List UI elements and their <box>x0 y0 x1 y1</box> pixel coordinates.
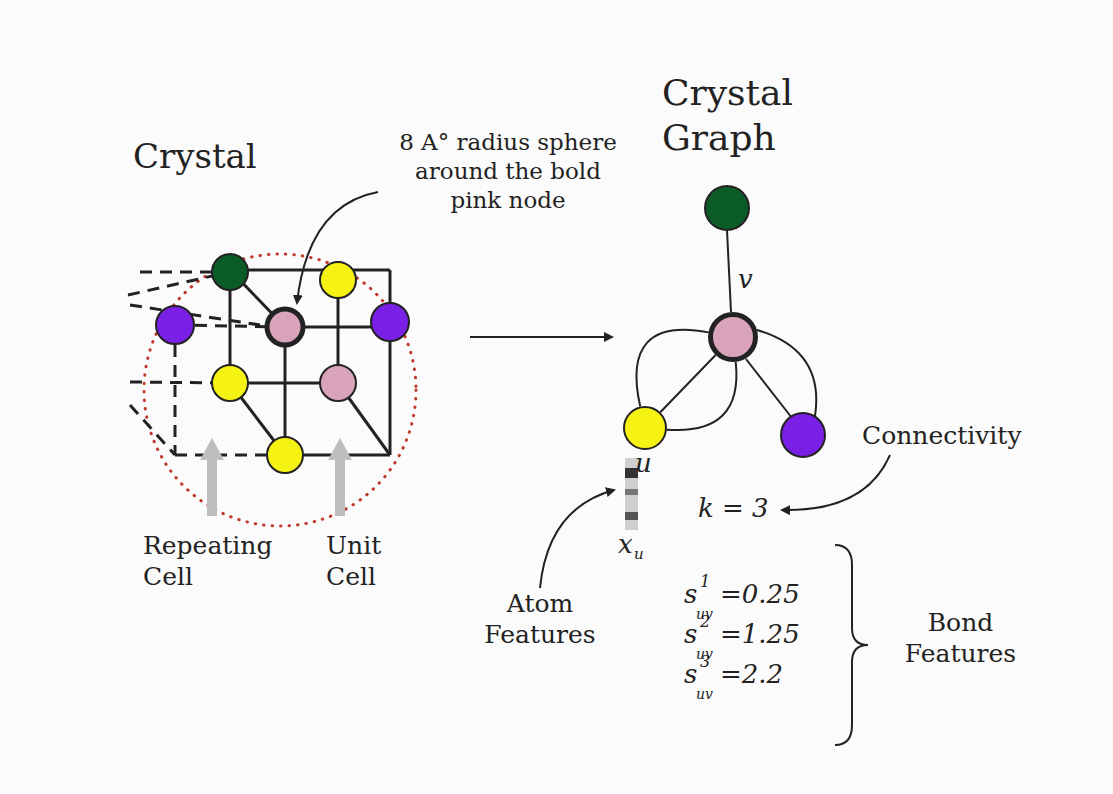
graph-atom: v <box>708 312 758 362</box>
callout-label: Connectivity <box>862 420 1022 451</box>
pointer-label: Repeating Cell <box>143 530 308 593</box>
panel-title: Crystal Graph <box>662 70 837 160</box>
node-label: u <box>635 448 652 478</box>
subscript: u <box>634 545 644 564</box>
value: =1.25 <box>720 618 800 651</box>
curly-brace <box>835 545 868 745</box>
superscript: 2 <box>700 612 710 632</box>
bond-edge <box>667 362 736 430</box>
symbol: s <box>684 658 697 691</box>
subscript: uv <box>696 686 713 704</box>
node-label: v <box>738 264 753 294</box>
cutoff-sphere <box>144 254 416 526</box>
bond-edge <box>660 355 715 412</box>
bond-edge <box>636 330 708 407</box>
atom-circle <box>623 406 667 450</box>
symbol: s <box>684 618 697 651</box>
symbol: x <box>618 528 633 561</box>
transform-arrow <box>470 336 612 338</box>
symbol: s <box>684 578 697 611</box>
leader-line <box>297 192 378 303</box>
superscript: 3 <box>700 652 710 672</box>
brace-label: Bond Features <box>893 607 1028 670</box>
repeating-cell <box>128 272 285 455</box>
pointer-arrows <box>200 438 352 516</box>
panel-title: Crystal <box>133 135 257 178</box>
leader-line <box>540 490 614 588</box>
pointer-label: Unit Cell <box>326 530 411 593</box>
callout-label: Atom Features <box>465 588 615 651</box>
formula: k = 3 <box>698 492 769 525</box>
value: =2.2 <box>720 658 783 691</box>
leader-line <box>782 455 890 510</box>
graph-atom: u <box>623 406 667 450</box>
unit-cell <box>230 270 390 455</box>
superscript: 1 <box>700 572 710 592</box>
value: =0.25 <box>720 578 800 611</box>
callout-note: 8 A° radius sphere around the bold pink … <box>392 128 624 214</box>
atom-circle <box>708 312 758 362</box>
crystal-atoms <box>156 254 409 473</box>
